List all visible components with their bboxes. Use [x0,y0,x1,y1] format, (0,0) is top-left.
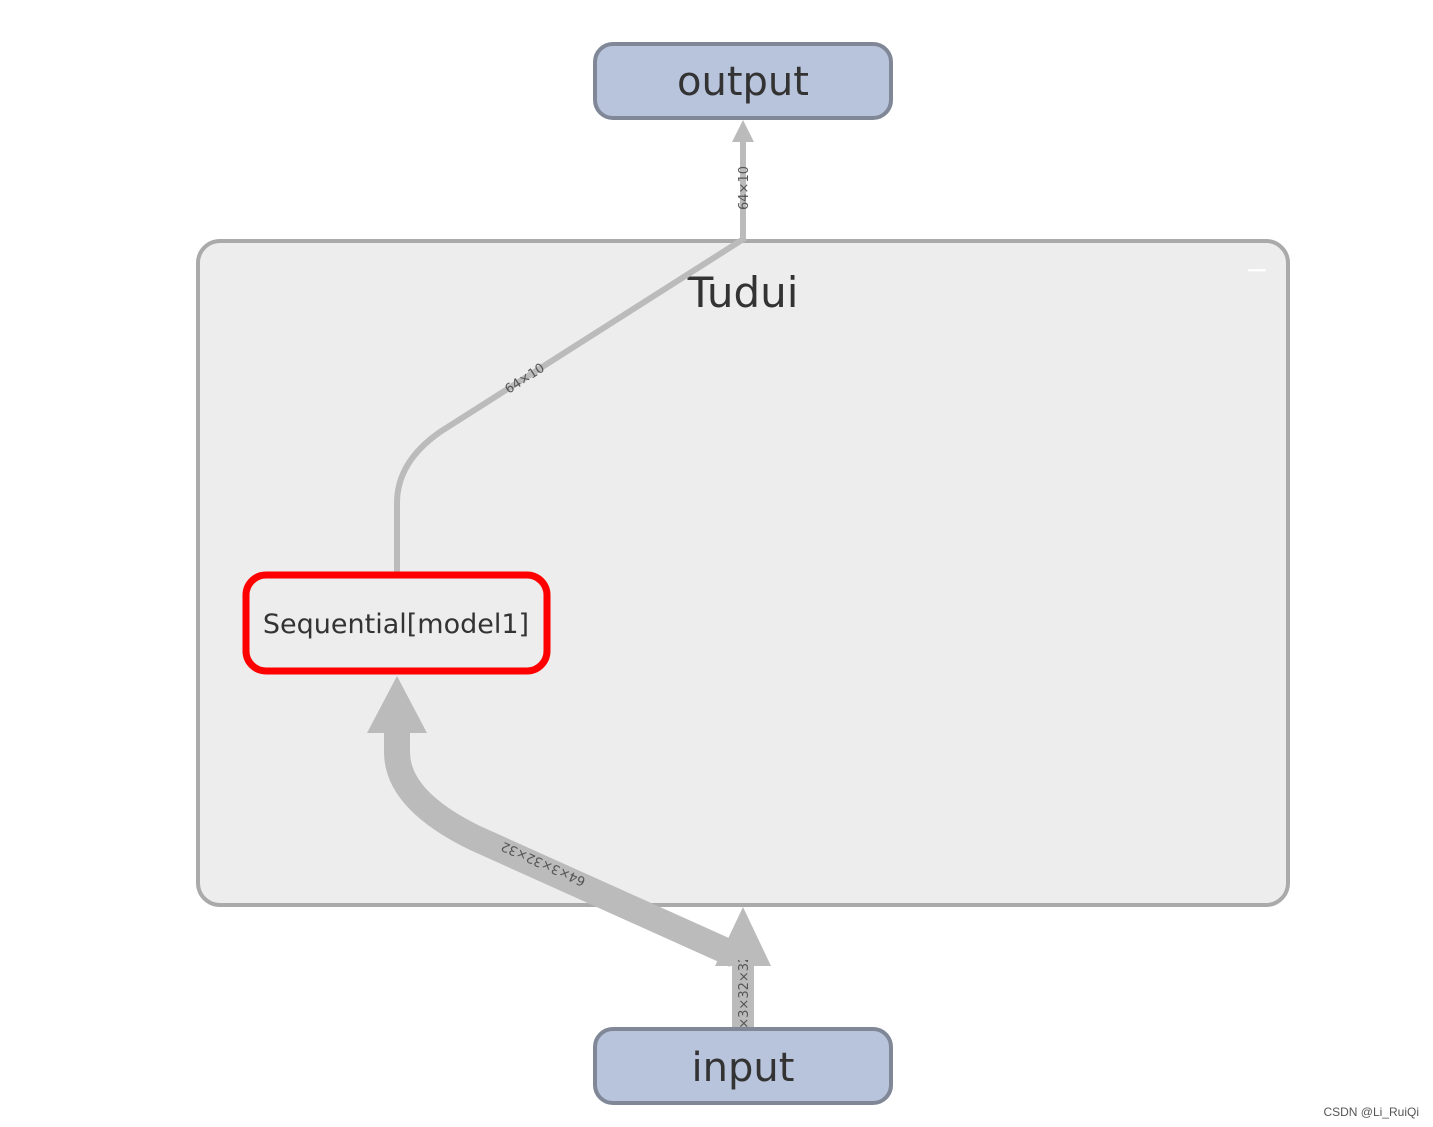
node-sequential-label: Sequential[model1] [263,609,529,640]
edge-label-input-to-tudui: 64×3×32×32 [737,955,752,1046]
edge-label-tudui-to-output: 64×10 [737,166,752,210]
node-output-label: output [677,59,809,105]
group-tudui-label: Tudui [687,268,799,317]
node-sequential-model1[interactable] [242,571,551,675]
edge-input-to-sequential [384,725,741,967]
collapse-icon[interactable]: − [1245,253,1268,286]
arrowhead-tudui-input [715,907,771,966]
arrowhead-sequential [367,676,427,733]
node-input[interactable] [593,1027,893,1105]
watermark: CSDN @Li_RuiQi [1323,1105,1419,1119]
arrowhead-output [732,120,754,142]
node-output[interactable] [593,42,893,120]
edge-sequential-to-output [394,235,747,572]
node-input-label: input [692,1045,795,1091]
